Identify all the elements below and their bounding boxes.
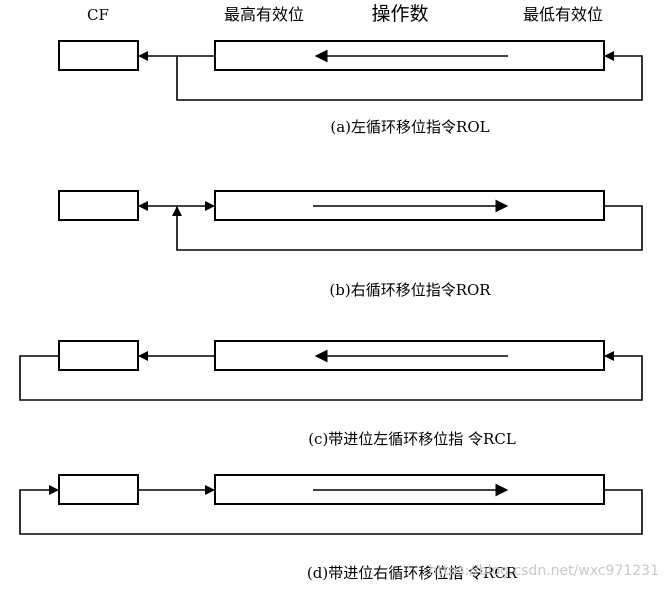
- diagram-caption: (a)左循环移位指令ROL: [330, 118, 489, 136]
- cf-to-lsb-loop-arrow: [19, 351, 643, 401]
- diagram-rol: (a)左循环移位指令ROL: [58, 40, 643, 136]
- operand-header-label: 操作数: [371, 3, 428, 25]
- diagram-ror: (b)右循环移位指令ROR: [58, 190, 643, 299]
- cf-register: [58, 190, 139, 221]
- watermark: https://blog.csdn.net/wxc971231: [429, 563, 659, 579]
- diagram-rcl: (c)带进位左循环移位指 令RCL: [19, 340, 643, 448]
- diagram-caption: (c)带进位左循环移位指 令RCL: [308, 430, 516, 448]
- cf-register: [58, 340, 139, 371]
- diagram-caption: (d)带进位右循环移位指 令RCR: [307, 564, 518, 582]
- diagram-caption: (b)右循环移位指令ROR: [329, 281, 491, 299]
- lsb-loop-arrow: [172, 205, 643, 251]
- msb-header-label: 最高有效位: [224, 5, 304, 24]
- cf-register: [58, 40, 139, 71]
- cf-register: [58, 474, 139, 505]
- lsb-header-label: 最低有效位: [523, 5, 603, 24]
- cf-header-label: CF: [87, 6, 109, 24]
- msb-to-lsb-loop-arrow: [176, 51, 643, 101]
- diagram-rcr: (d)带进位右循环移位指 令RCR: [19, 474, 643, 582]
- lsb-to-cf-loop-arrow: [19, 485, 643, 535]
